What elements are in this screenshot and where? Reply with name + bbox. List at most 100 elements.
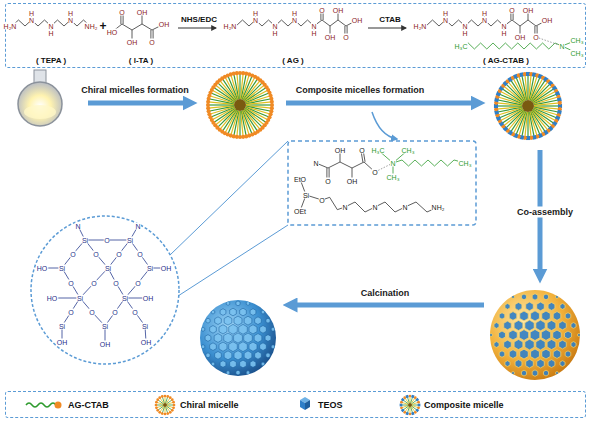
micelle-chain [497, 107, 523, 112]
pore [504, 321, 512, 330]
atom-label: N [390, 160, 396, 167]
micelle-core [522, 100, 534, 112]
micelle-head [409, 395, 412, 398]
micelle-illustration [400, 395, 421, 416]
pore [536, 339, 545, 350]
pore [206, 353, 210, 358]
reaction-arrow [178, 28, 216, 29]
micelle-head [417, 406, 420, 409]
pore [224, 351, 232, 360]
pore [219, 342, 227, 351]
bond [316, 162, 375, 172]
micelle-head [414, 411, 417, 414]
step-label: Composite micelles formation [294, 85, 427, 96]
atom-label: N [402, 204, 408, 211]
atom-label: OH [56, 339, 68, 346]
calcined-sphere [200, 300, 276, 376]
atom-label: H [311, 30, 317, 37]
atom-label: N [462, 23, 468, 30]
pore [206, 318, 210, 323]
step-label: Co-assembly [515, 207, 575, 218]
atom-label: O [372, 169, 378, 176]
atom-label: O [70, 251, 76, 258]
micelle-head [155, 404, 158, 407]
micelle-chain [529, 112, 532, 138]
atom-label: O [325, 178, 331, 185]
compound-name: ( l-TA ) [129, 57, 153, 65]
flask-liquid [24, 105, 56, 119]
micelle-chain [534, 100, 560, 105]
atom-label: H [291, 10, 297, 17]
atom-label: HO [106, 29, 118, 36]
pore [543, 370, 548, 376]
pore [261, 362, 265, 366]
pore [234, 333, 243, 343]
pore [556, 371, 559, 374]
pore [559, 340, 567, 349]
surfactant-icon [55, 402, 62, 409]
pore [521, 370, 526, 376]
micelle-head [156, 409, 159, 412]
zoom-line [178, 225, 288, 296]
step-label: Chiral micelles formation [79, 85, 191, 96]
process-arrow [290, 303, 484, 308]
atom-label: EtO [293, 176, 306, 183]
flask-body [18, 82, 62, 126]
micelle-head [158, 396, 161, 399]
pore [514, 339, 523, 349]
micelle-head [155, 401, 158, 404]
pore [229, 324, 238, 334]
micelle-head [158, 411, 161, 414]
bond [80, 268, 108, 298]
pore [525, 339, 534, 350]
micelle-chain [245, 87, 267, 101]
pore [556, 295, 559, 298]
pore [559, 321, 567, 330]
atom-label: N [342, 204, 348, 211]
pore [229, 342, 238, 352]
atom-label: H₃C [454, 43, 468, 50]
atom-label: Si [76, 295, 83, 302]
micelle-chain [531, 111, 545, 133]
atom-label: N [313, 160, 319, 167]
pore [244, 316, 252, 325]
pore [553, 312, 561, 321]
atom-label: O [135, 280, 141, 287]
zoom-line [170, 141, 288, 255]
pore [230, 308, 237, 316]
pore [531, 349, 540, 359]
pore [565, 313, 571, 319]
pore [239, 324, 248, 334]
pore [226, 301, 230, 305]
atom-label: N [48, 23, 54, 30]
atom-label: H [67, 10, 73, 17]
legend-text: TEOS [318, 401, 343, 410]
atom-label: O [116, 251, 122, 258]
atom-label: H [501, 30, 507, 37]
pore [266, 318, 270, 323]
micelle-head [400, 401, 403, 404]
pore [530, 329, 540, 340]
pore [250, 361, 256, 368]
atom-label: N [135, 223, 141, 230]
pore [219, 325, 227, 334]
atom-label: Si [146, 265, 153, 272]
silica-cube [400, 404, 403, 407]
pore [537, 302, 545, 311]
pore [244, 351, 252, 360]
pore [211, 310, 215, 314]
atom-label: O [319, 197, 325, 204]
atom-label: N [291, 17, 297, 24]
atom-label: OH [324, 34, 336, 41]
pore [553, 350, 561, 359]
atom-label: O [137, 251, 143, 258]
atom-label: O [113, 280, 119, 287]
micelle-head [164, 413, 167, 416]
pore [505, 303, 510, 309]
bond [62, 268, 80, 298]
pore [515, 360, 522, 368]
micelle-head [155, 406, 158, 409]
pore [509, 330, 518, 340]
pore [519, 330, 528, 341]
pore [565, 351, 571, 357]
